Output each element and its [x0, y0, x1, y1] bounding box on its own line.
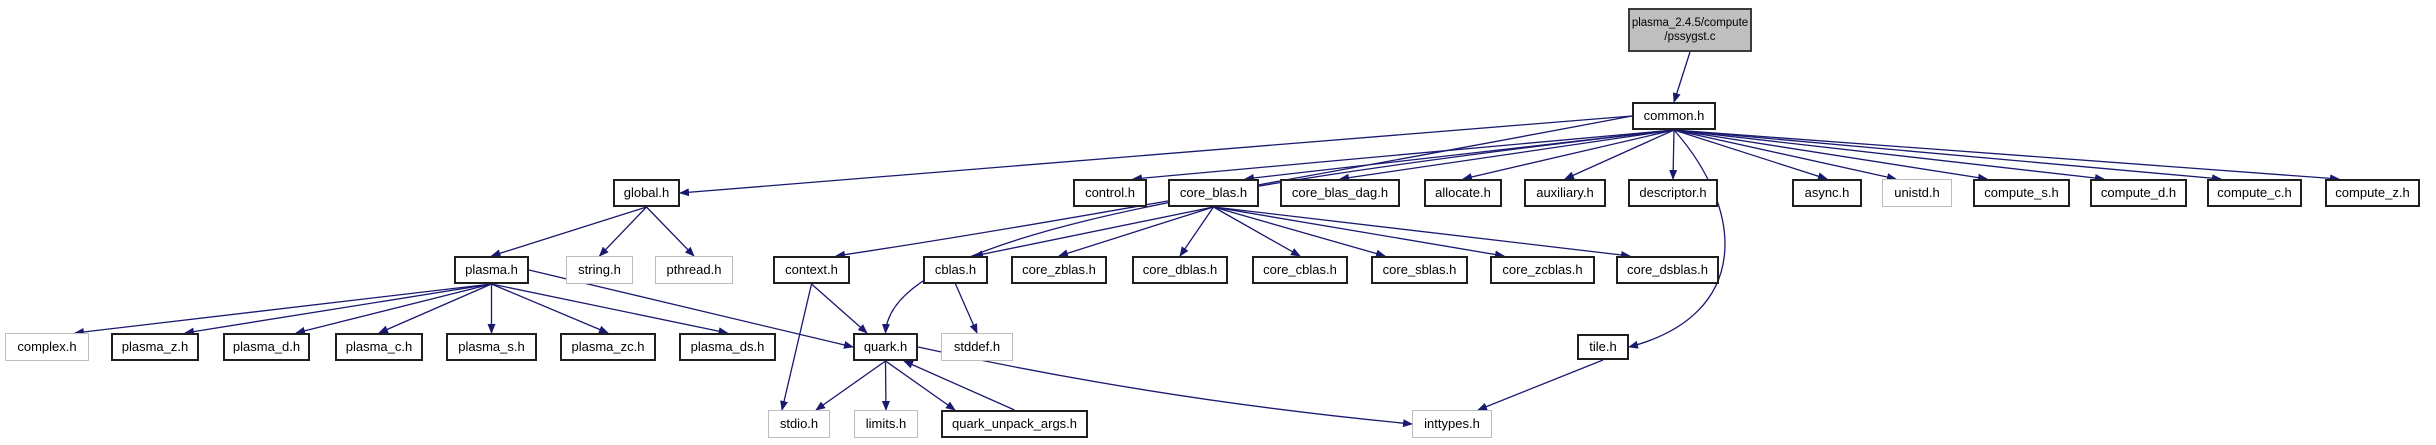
node-complex: complex.h [5, 333, 89, 361]
node-core_dblas[interactable]: core_dblas.h [1132, 256, 1228, 284]
node-limits: limits.h [854, 410, 918, 438]
edge-core_blas-to-core_sblas [1213, 206, 1386, 258]
node-tile[interactable]: tile.h [1577, 334, 1629, 360]
edge-quark-to-stdio [815, 360, 886, 411]
node-core_blas[interactable]: core_blas.h [1168, 179, 1259, 207]
node-cblas[interactable]: cblas.h [923, 256, 988, 284]
edge-common-to-unistd [1673, 129, 1897, 181]
edge-global-to-string [598, 206, 647, 257]
node-inttypes: inttypes.h [1412, 410, 1492, 438]
edge-core_blas-to-core_cblas [1213, 206, 1301, 257]
node-plasma[interactable]: plasma.h [454, 256, 529, 284]
edge-plasma-to-plasma_zc [491, 283, 609, 334]
edge-plasma-to-plasma_c [378, 283, 492, 334]
edge-common-to-quark [881, 129, 1675, 334]
edge-common-to-auxiliary [1564, 129, 1675, 180]
node-core_zcblas[interactable]: core_zcblas.h [1490, 256, 1595, 284]
edge-quark_unpack_args-to-quark [903, 360, 1015, 411]
node-plasma_d[interactable]: plasma_d.h [223, 333, 310, 361]
edge-common-to-compute_d [1673, 129, 2105, 182]
node-plasma_ds[interactable]: plasma_ds.h [679, 333, 776, 361]
node-string: string.h [566, 256, 633, 284]
edge-common-to-compute_z [1673, 129, 2340, 183]
node-unistd: unistd.h [1882, 179, 1952, 207]
node-global[interactable]: global.h [613, 179, 680, 207]
node-descriptor[interactable]: descriptor.h [1628, 179, 1718, 207]
edge-core_blas-to-core_dsblas [1213, 206, 1631, 259]
edge-core_blas-to-core_dblas [1179, 206, 1215, 257]
node-compute_d[interactable]: compute_d.h [2090, 179, 2187, 207]
node-async[interactable]: async.h [1792, 179, 1862, 207]
node-allocate[interactable]: allocate.h [1424, 179, 1502, 207]
node-core_zblas[interactable]: core_zblas.h [1011, 256, 1107, 284]
edge-common-to-compute_c [1673, 129, 2222, 183]
node-compute_c[interactable]: compute_c.h [2207, 179, 2302, 207]
node-stddef: stddef.h [941, 333, 1013, 361]
edge-common-to-global [679, 115, 1633, 197]
node-pthread: pthread.h [655, 256, 733, 284]
node-auxiliary[interactable]: auxiliary.h [1524, 179, 1606, 207]
edge-tile-to-inttypes [1477, 359, 1604, 411]
edge-quark-to-quark_unpack_args [885, 360, 956, 411]
edge-plasma-to-plasma_ds [491, 283, 729, 336]
edge-plasma-to-complex [74, 283, 492, 336]
edge-core_blas-to-core_zblas [1058, 206, 1214, 258]
node-control[interactable]: control.h [1073, 179, 1147, 207]
node-quark[interactable]: quark.h [853, 333, 918, 361]
node-pssygst: plasma_2.4.5/compute /pssygst.c [1628, 8, 1752, 52]
edge-context-to-stdio [780, 283, 813, 411]
node-core_dsblas[interactable]: core_dsblas.h [1616, 256, 1719, 284]
node-quark_unpack_args[interactable]: quark_unpack_args.h [941, 410, 1088, 438]
edge-common-to-compute_s [1673, 129, 1988, 182]
node-plasma_zc[interactable]: plasma_zc.h [560, 333, 656, 361]
edge-core_blas-to-cblas [973, 206, 1214, 259]
edge-common-to-context [835, 115, 1633, 259]
edge-common-to-descriptor [1669, 129, 1678, 180]
edge-plasma-to-plasma_d [295, 283, 492, 335]
node-common[interactable]: common.h [1632, 102, 1716, 130]
node-stdio: stdio.h [768, 410, 830, 438]
node-core_sblas[interactable]: core_sblas.h [1371, 256, 1468, 284]
edge-cblas-to-stddef [954, 283, 978, 334]
edge-quark-to-inttypes [917, 346, 1413, 428]
edge-global-to-pthread [646, 206, 695, 257]
node-compute_z[interactable]: compute_z.h [2325, 179, 2420, 207]
edge-common-to-core_blas_dag [1339, 129, 1675, 182]
edge-global-to-plasma [490, 206, 647, 258]
node-plasma_z[interactable]: plasma_z.h [111, 333, 199, 361]
node-core_blas_dag[interactable]: core_blas_dag.h [1280, 179, 1400, 207]
node-compute_s[interactable]: compute_s.h [1973, 179, 2070, 207]
edge-common-to-async [1673, 129, 1828, 181]
edge-core_blas-to-core_zcblas [1213, 206, 1505, 259]
edge-common-to-tile [1628, 129, 1726, 349]
edge-quark-to-limits [881, 360, 890, 411]
edge-plasma-to-plasma_z [184, 283, 492, 336]
edge-common-to-allocate [1462, 129, 1675, 181]
edge-pssygst-to-common [1672, 51, 1691, 103]
edge-context-to-quark [811, 283, 868, 334]
node-context[interactable]: context.h [773, 256, 850, 284]
edge-common-to-control [1132, 129, 1675, 183]
node-plasma_c[interactable]: plasma_c.h [335, 333, 423, 361]
node-core_cblas[interactable]: core_cblas.h [1252, 256, 1348, 284]
node-plasma_s[interactable]: plasma_s.h [446, 333, 537, 361]
